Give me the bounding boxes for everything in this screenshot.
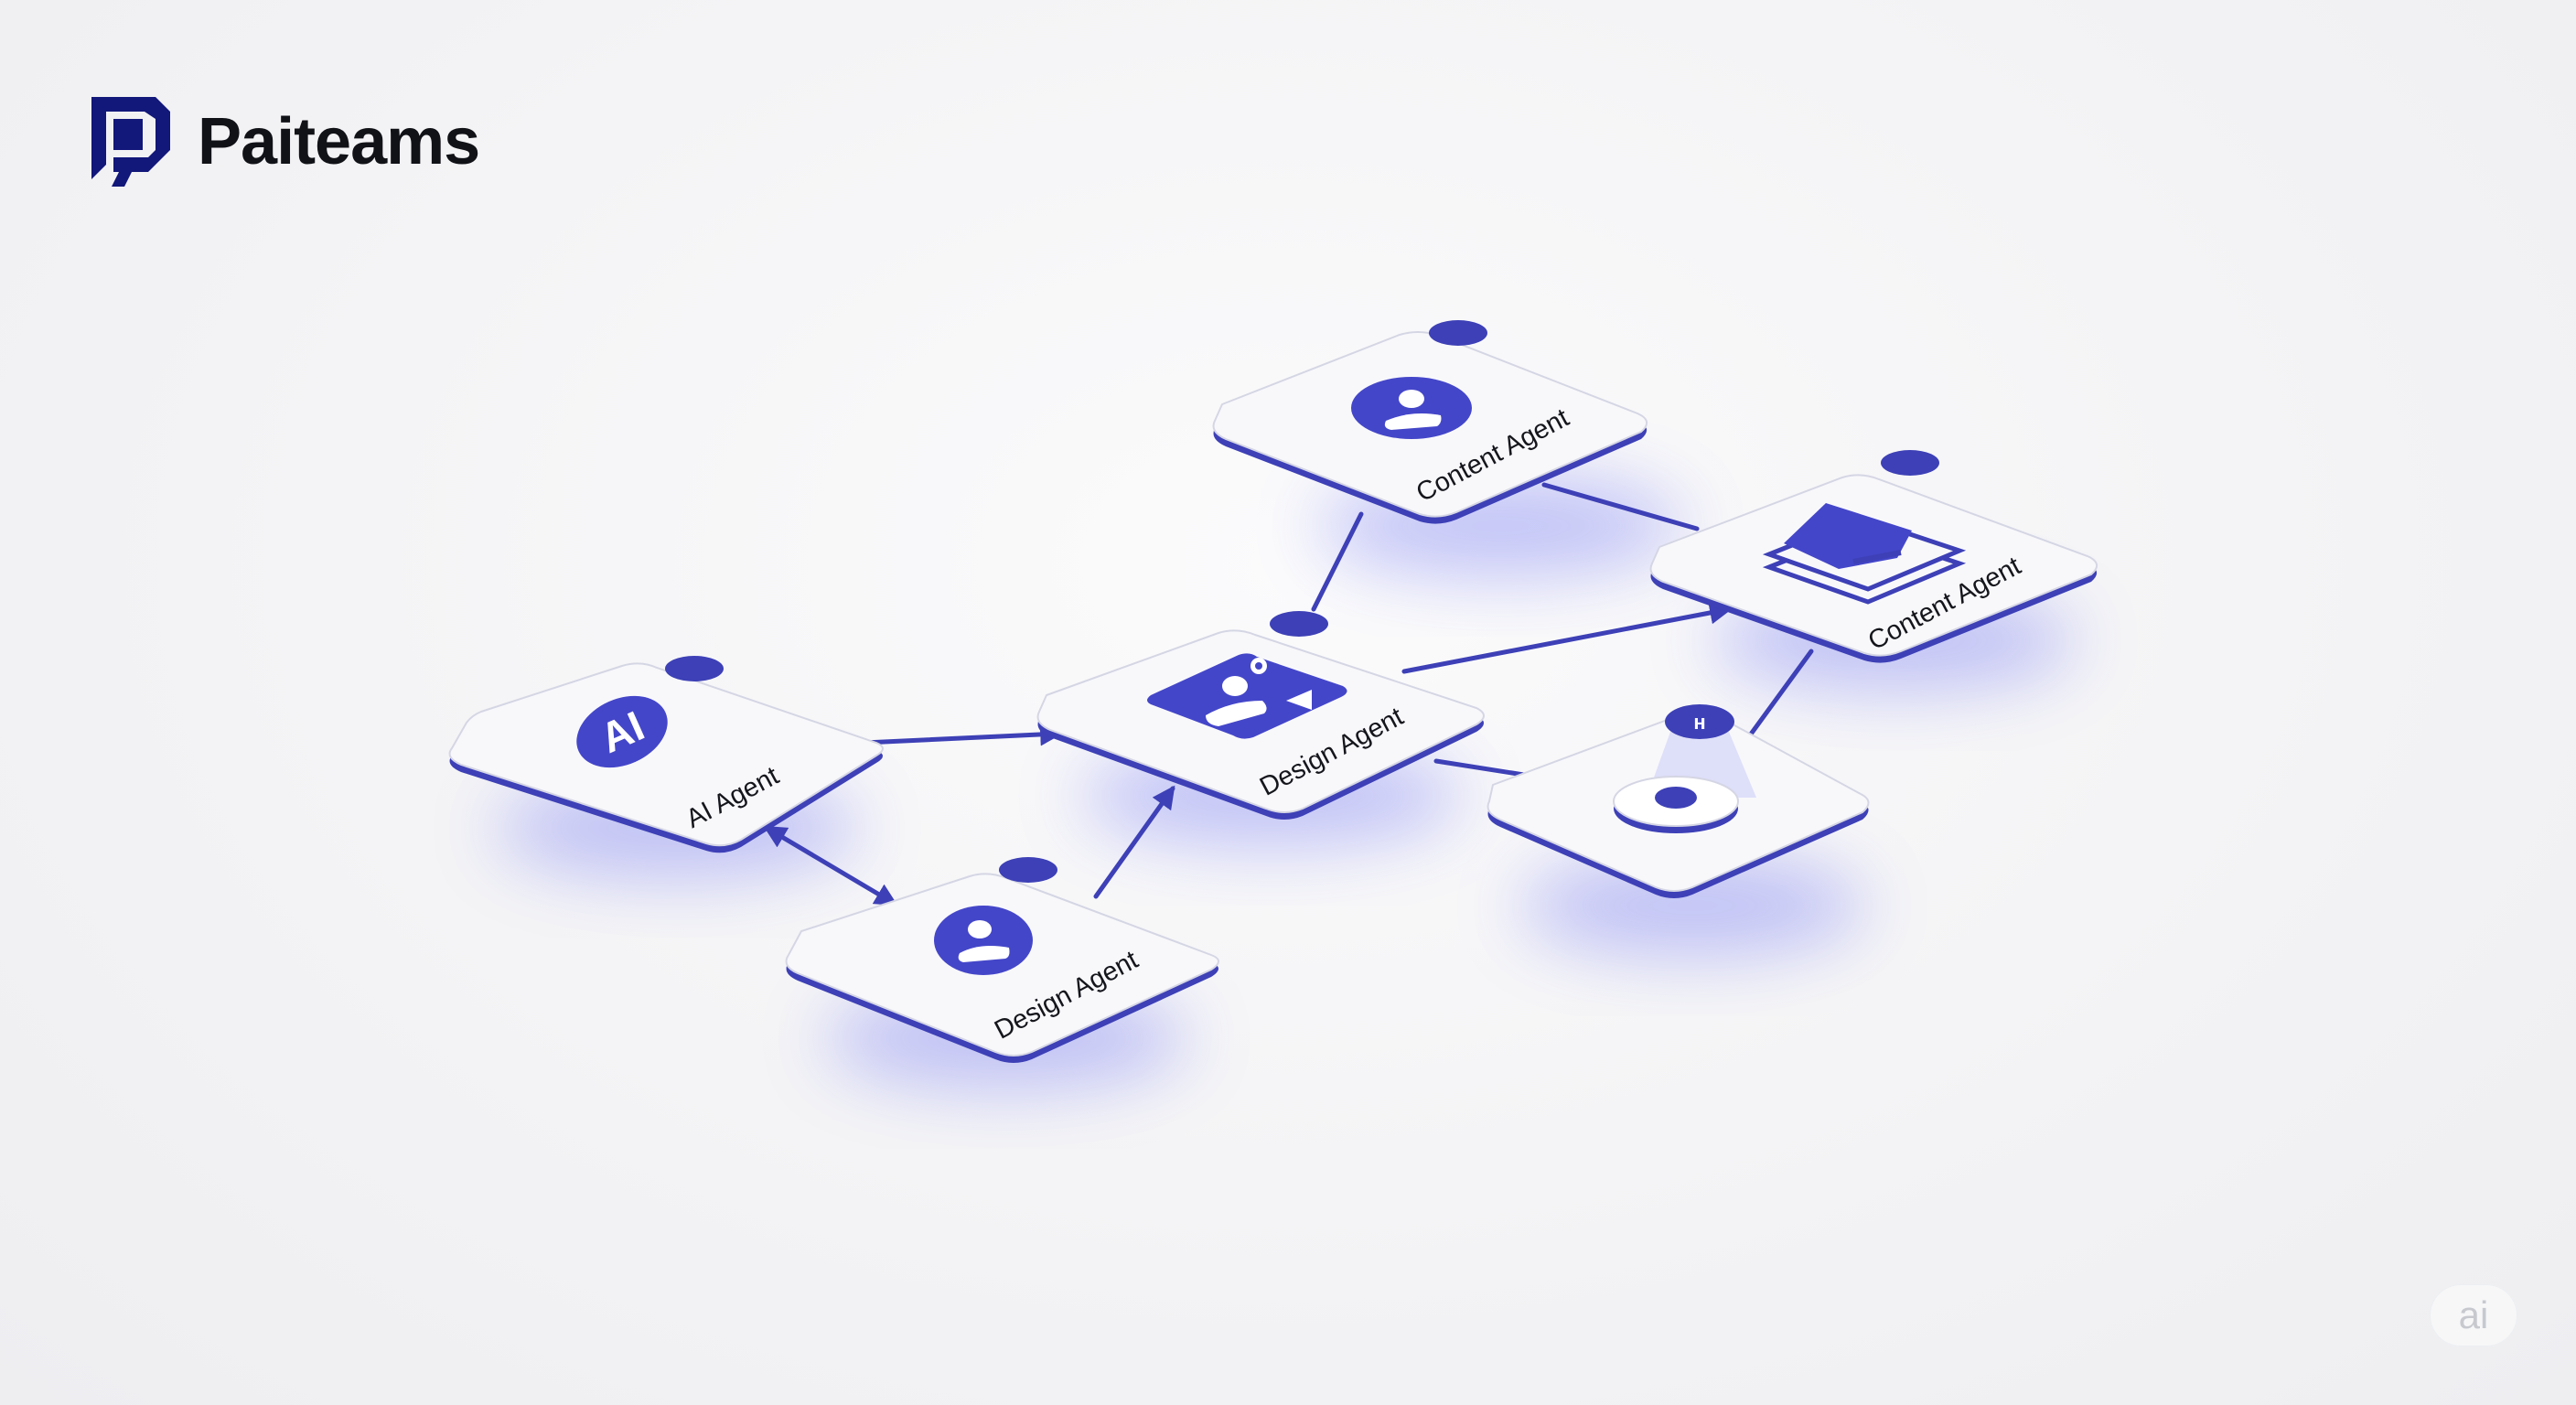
edge-hub-content-right xyxy=(1744,649,1814,742)
status-dot xyxy=(1270,611,1328,637)
edge-center-content-top xyxy=(1311,511,1364,612)
connectors xyxy=(763,482,1814,906)
node-hub[interactable]: ʜ xyxy=(1487,704,1870,898)
edge-center-content-right xyxy=(1401,601,1733,674)
status-dot xyxy=(999,857,1057,883)
user-avatar-icon xyxy=(1351,377,1472,439)
svg-text:ʜ: ʜ xyxy=(1693,711,1705,734)
node-content-agent-right[interactable]: Content Agent xyxy=(1649,450,2098,663)
node-content-agent-top[interactable]: Content Agent xyxy=(1212,320,1648,524)
status-dot xyxy=(1881,450,1939,476)
edge-content-top-right xyxy=(1541,482,1700,531)
edge-ai-to-design-center xyxy=(862,723,1064,746)
paiteams-logo-icon xyxy=(91,97,170,187)
ai-badge-icon: AI xyxy=(576,695,668,768)
brand-name: Paiteams xyxy=(198,105,480,178)
ai-watermark-badge: ai xyxy=(2430,1284,2517,1346)
status-dot xyxy=(665,656,724,681)
projector-beacon-icon: ʜ xyxy=(1613,704,1756,833)
edge-ai-design-bottom xyxy=(763,825,898,906)
user-avatar-icon xyxy=(934,906,1033,975)
brand-header: Paiteams xyxy=(91,97,480,187)
stacked-layers-icon xyxy=(1762,503,1967,605)
edge-design-bottom-to-center xyxy=(1093,785,1175,899)
user-gear-card-icon xyxy=(1147,653,1347,739)
node-design-agent-bottom[interactable]: Design Agent xyxy=(785,857,1219,1063)
edge-center-hub xyxy=(1433,758,1532,778)
status-dot xyxy=(1429,320,1487,346)
node-design-agent-center[interactable]: Design Agent xyxy=(1036,611,1485,820)
node-ai-agent[interactable]: AI AI Agent xyxy=(448,656,884,853)
